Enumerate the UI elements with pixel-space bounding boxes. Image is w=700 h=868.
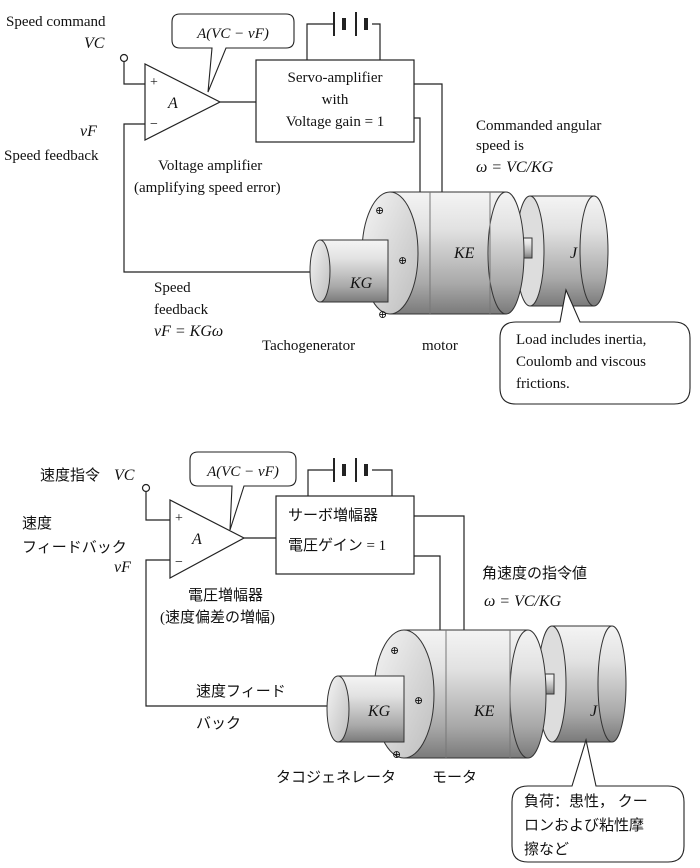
tachogenerator-label: Tachogenerator [262, 338, 355, 354]
minus-sign-jp: − [175, 555, 183, 570]
tachogenerator-label-jp: タコジェネレータ [276, 769, 396, 786]
voltage-amplifier-triangle-jp [169, 499, 246, 580]
servo-line3: Voltage gain = 1 [286, 114, 385, 130]
commanded-formula-jp: ω = VC/KG [484, 593, 562, 610]
load-line2: Coulomb and viscous [516, 354, 646, 370]
commanded-line1-jp: 角速度の指令値 [482, 565, 587, 582]
vf-symbol: vF [80, 123, 97, 140]
ke-label: KE [453, 245, 475, 262]
speed-command-label-jp: 速度指令 [40, 467, 100, 484]
amp-symbol: A [167, 95, 178, 112]
load-line3-jp: 擦など [524, 841, 569, 858]
svg-text:⊕: ⊕ [392, 749, 401, 761]
feedback-line1-jp: 速度フィード [196, 683, 286, 700]
amp-symbol-jp: A [191, 531, 202, 548]
feedback-line2-jp: バック [196, 715, 241, 732]
voltage-amplifier-triangle [144, 63, 222, 141]
servo-line2-jp: 電圧ゲイン = 1 [288, 537, 386, 554]
svg-text:⊕: ⊕ [414, 695, 423, 707]
load-callout-jp [511, 737, 685, 863]
load-inertia-jp [529, 625, 627, 743]
commanded-line2: speed is [476, 138, 524, 154]
speed-feedback-line1-jp: 速度 [22, 515, 52, 532]
speed-command-symbol-jp: VC [114, 467, 135, 484]
speed-command-symbol: VC [84, 35, 105, 52]
load-line3: frictions. [516, 376, 570, 392]
voltage-amp-line2-jp: (速度偏差の増幅) [160, 609, 275, 626]
voltage-amp-line1-jp: 電圧増幅器 [188, 587, 263, 604]
english-diagram: Servo-amplifier with Voltage gain = 1 A … [4, 12, 691, 405]
servo-line2: with [322, 92, 349, 108]
j-label-jp: J [590, 703, 598, 720]
feedback-formula: vF = KGω [154, 323, 223, 340]
amp-output-callout-text-jp: A(VC − vF) [206, 464, 279, 480]
kg-label: KG [349, 275, 373, 292]
svg-text:⊕: ⊕ [390, 645, 399, 657]
load-line1: Load includes inertia, [516, 332, 646, 348]
voltage-amp-line2: (amplifying speed error) [134, 180, 281, 196]
tachogenerator-icon [309, 239, 389, 303]
battery-icon-jp [307, 458, 393, 496]
commanded-formula: ω = VC/KG [476, 159, 554, 176]
vf-symbol-jp: vF [114, 559, 131, 576]
svg-text:⊕: ⊕ [375, 205, 384, 217]
minus-sign: − [150, 117, 158, 132]
feedback-line2: feedback [154, 302, 209, 318]
amp-output-callout-text: A(VC − vF) [196, 26, 269, 42]
motor-label-jp: モータ [432, 769, 477, 786]
load-callout [499, 288, 691, 405]
load-line2-jp: ロンおよび粘性摩 [524, 816, 644, 834]
tachogenerator-icon-jp [326, 675, 405, 743]
motor-body: ⊕ ⊕ ⊕ [361, 191, 525, 321]
voltage-amp-line1: Voltage amplifier [158, 158, 262, 174]
svg-text:⊕: ⊕ [378, 309, 387, 321]
servo-line1-jp: サーボ増幅器 [288, 507, 378, 524]
speed-command-terminal [119, 53, 129, 63]
kg-label-jp: KG [367, 703, 391, 720]
servo-amplifier-box [255, 59, 415, 143]
servo-line1: Servo-amplifier [288, 70, 383, 86]
amp-output-callout [171, 13, 295, 93]
plus-sign-jp: + [175, 511, 183, 526]
amp-output-callout-jp [189, 451, 297, 531]
j-label: J [570, 245, 578, 262]
motor-label: motor [422, 338, 458, 354]
battery-icon [306, 12, 381, 60]
servo-amplifier-box-jp [275, 495, 415, 575]
commanded-line1: Commanded angular [476, 118, 601, 134]
speed-feedback-left: Speed feedback [4, 148, 99, 164]
japanese-diagram: サーボ増幅器 電圧ゲイン = 1 A + − 速度指令 VC 速度 フィードバッ… [22, 451, 685, 863]
svg-text:⊕: ⊕ [398, 255, 407, 267]
plus-sign: + [150, 75, 158, 90]
speed-feedback-line2-jp: フィードバック [22, 539, 127, 556]
speed-command-terminal-jp [141, 483, 151, 493]
load-line1-jp: 負荷：患性， クー [524, 793, 648, 810]
ke-label-jp: KE [473, 703, 495, 720]
speed-command-label: Speed command [6, 14, 106, 30]
feedback-line1: Speed [154, 280, 191, 296]
